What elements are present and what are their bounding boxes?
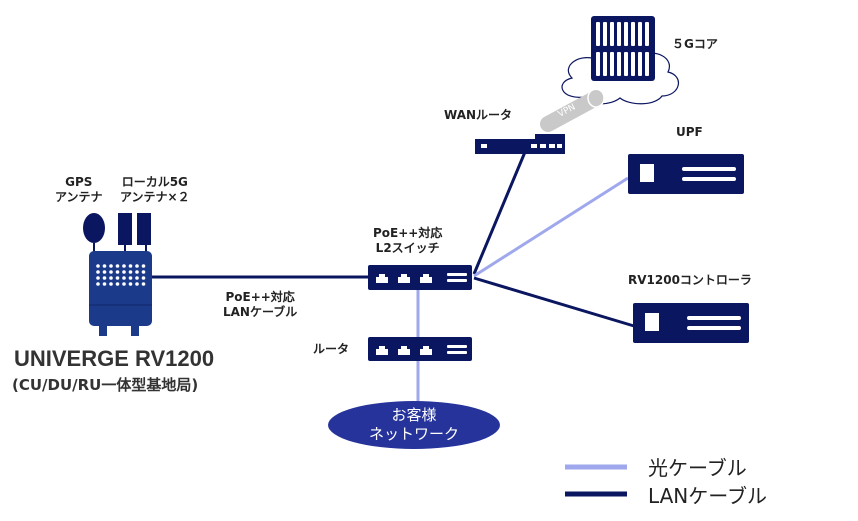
- server-slot: [610, 22, 614, 46]
- lan-cable-label: PoE++対応 LANケーブル: [223, 290, 298, 319]
- vent-dot: [141, 270, 146, 274]
- server-rack-icon: [591, 16, 655, 81]
- vent-dot: [102, 276, 107, 280]
- vent-dot: [109, 276, 113, 280]
- server-slot: [617, 22, 621, 46]
- legend-lan-label: LANケーブル: [648, 484, 768, 508]
- vent-dot: [96, 282, 100, 286]
- core-label: ５Gコア: [672, 37, 718, 51]
- vent-dot: [141, 282, 146, 286]
- customer-network-label: お客様 ネットワーク: [368, 406, 459, 443]
- upf-server-icon: [628, 154, 744, 194]
- base-station-name: UNIVERGE RV1200: [14, 346, 215, 371]
- server-slot: [638, 22, 642, 46]
- vent-dot: [128, 270, 133, 274]
- vent-dot: [109, 282, 113, 286]
- vent-dot: [96, 276, 100, 280]
- vent-dot: [135, 282, 139, 286]
- vent-dot: [102, 282, 107, 286]
- vent-dot: [115, 276, 120, 280]
- vent-dot: [102, 264, 107, 268]
- server-slot: [638, 52, 642, 76]
- vent-dot: [122, 264, 126, 268]
- upf-label: UPF: [676, 125, 703, 139]
- router-icon: [368, 337, 472, 361]
- l2-switch-icon: [368, 265, 472, 290]
- vent-dot: [115, 282, 120, 286]
- legend-optical-label: 光ケーブル: [648, 456, 747, 480]
- vpn-tunnel-icon: [540, 88, 605, 132]
- vent-dot: [135, 270, 139, 274]
- vent-dot: [141, 264, 146, 268]
- optical-link-switch-upf: [473, 176, 629, 278]
- vent-dot: [141, 276, 146, 280]
- server-slot: [624, 52, 628, 76]
- server-slot: [603, 22, 607, 46]
- server-slot: [631, 52, 635, 76]
- l2-switch-label: PoE++対応 L2スイッチ: [373, 226, 443, 255]
- wan-router-label: WANルータ: [444, 108, 513, 122]
- vent-dot: [135, 276, 139, 280]
- gps-antenna-label: GPS アンテナ: [55, 175, 103, 204]
- lan-link-switch-wanrouter: [472, 151, 527, 275]
- vent-dot: [128, 276, 133, 280]
- base-station-icon: [83, 213, 152, 336]
- server-slot: [631, 22, 635, 46]
- vent-dot: [96, 270, 100, 274]
- vent-dot: [96, 264, 100, 268]
- server-slot: [617, 52, 621, 76]
- server-slot: [596, 52, 600, 76]
- lan-link-switch-controller: [473, 276, 635, 328]
- customer-network-ellipse: [328, 401, 500, 449]
- vent-dot: [128, 282, 133, 286]
- server-slot: [645, 22, 649, 46]
- vent-dot: [109, 270, 113, 274]
- vent-dot: [122, 276, 126, 280]
- vent-dot: [109, 264, 113, 268]
- server-slot: [603, 52, 607, 76]
- router-label: ルータ: [313, 342, 350, 356]
- server-slot: [610, 52, 614, 76]
- local5g-antenna-label: ローカル5G アンテナ×２: [120, 175, 190, 204]
- vent-dot: [135, 264, 139, 268]
- wan-router-icon: [475, 134, 565, 154]
- base-station-subtitle: (CU/DU/RU一体型基地局): [12, 376, 199, 394]
- vent-dot: [122, 270, 126, 274]
- vent-dot: [122, 282, 126, 286]
- vent-dot: [128, 264, 133, 268]
- controller-label: RV1200コントローラ: [628, 273, 752, 287]
- server-slot: [624, 22, 628, 46]
- vent-dot: [115, 264, 120, 268]
- controller-server-icon: [633, 303, 749, 343]
- server-slot: [645, 52, 649, 76]
- server-slot: [596, 22, 600, 46]
- vent-dot: [115, 270, 120, 274]
- vent-dot: [102, 270, 107, 274]
